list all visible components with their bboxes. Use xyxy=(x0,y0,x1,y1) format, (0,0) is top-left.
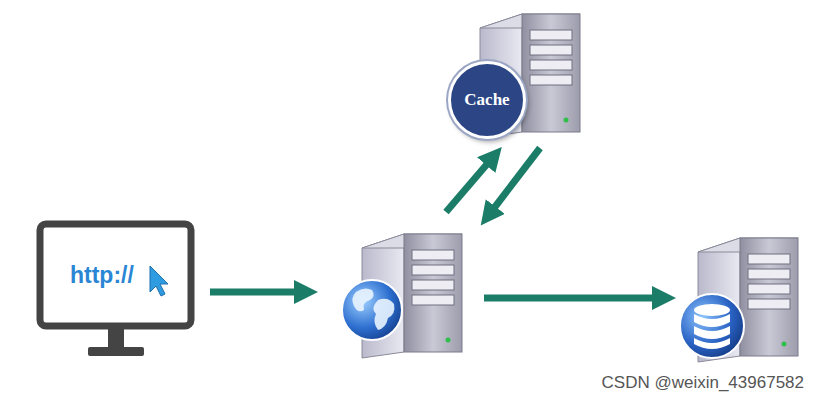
cache-reply-arrow xyxy=(488,148,540,216)
node-text: Cache xyxy=(464,90,509,110)
cache-query-arrow xyxy=(446,156,494,212)
request-arrow xyxy=(210,289,306,296)
flow-arrows xyxy=(210,148,664,298)
watermark: CSDN @weixin_43967582 xyxy=(602,373,804,393)
database-arrow xyxy=(484,295,664,302)
database-icon xyxy=(680,294,744,358)
node-text: http:// xyxy=(70,262,134,289)
globe-icon xyxy=(342,280,402,340)
browser-screen: http:// xyxy=(44,228,187,322)
cache-badge: Cache xyxy=(448,61,526,139)
monitor xyxy=(40,224,191,356)
